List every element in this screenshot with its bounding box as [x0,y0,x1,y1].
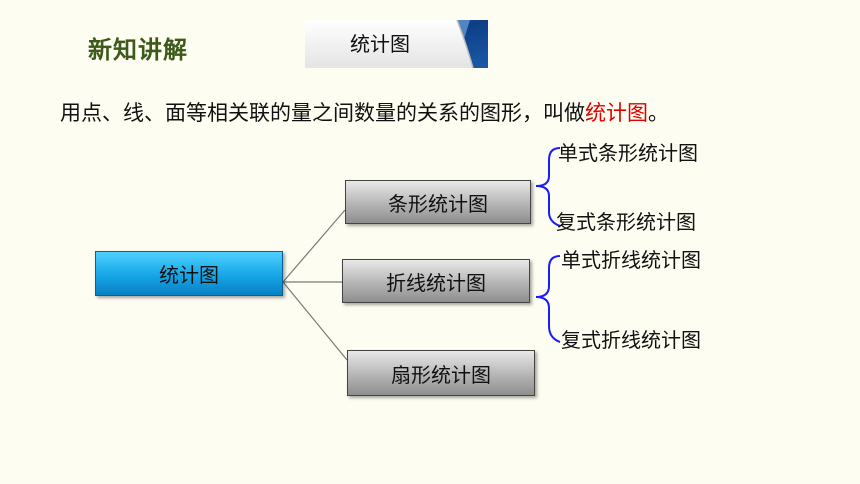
definition-end: 。 [648,101,669,125]
branch-node-pie: 扇形统计图 [347,350,535,396]
section-title: 新知讲解 [88,36,188,64]
root-node: 统计图 [95,251,283,296]
definition-text: 用点、线、面等相关联的量之间数量的关系的图形，叫做统计图。 [60,97,669,127]
title-tab: 统计图 [305,20,488,68]
brace-bar-chart [535,147,561,227]
branch-node-bar: 条形统计图 [345,180,531,224]
leaf-multi-line: 复式折线统计图 [561,328,701,352]
brace-line-chart [535,255,561,343]
definition-main: 用点、线、面等相关联的量之间数量的关系的图形，叫做 [60,101,585,125]
definition-highlight: 统计图 [585,101,648,125]
title-tab-graphic [305,20,488,68]
leaf-single-line: 单式折线统计图 [561,248,701,272]
branch-node-line: 折线统计图 [342,259,530,303]
leaf-multi-bar: 复式条形统计图 [556,210,696,234]
title-tab-label: 统计图 [350,32,410,56]
connector-line-bar [282,209,346,283]
connector-line-pie [282,281,348,361]
leaf-single-bar: 单式条形统计图 [558,141,698,165]
